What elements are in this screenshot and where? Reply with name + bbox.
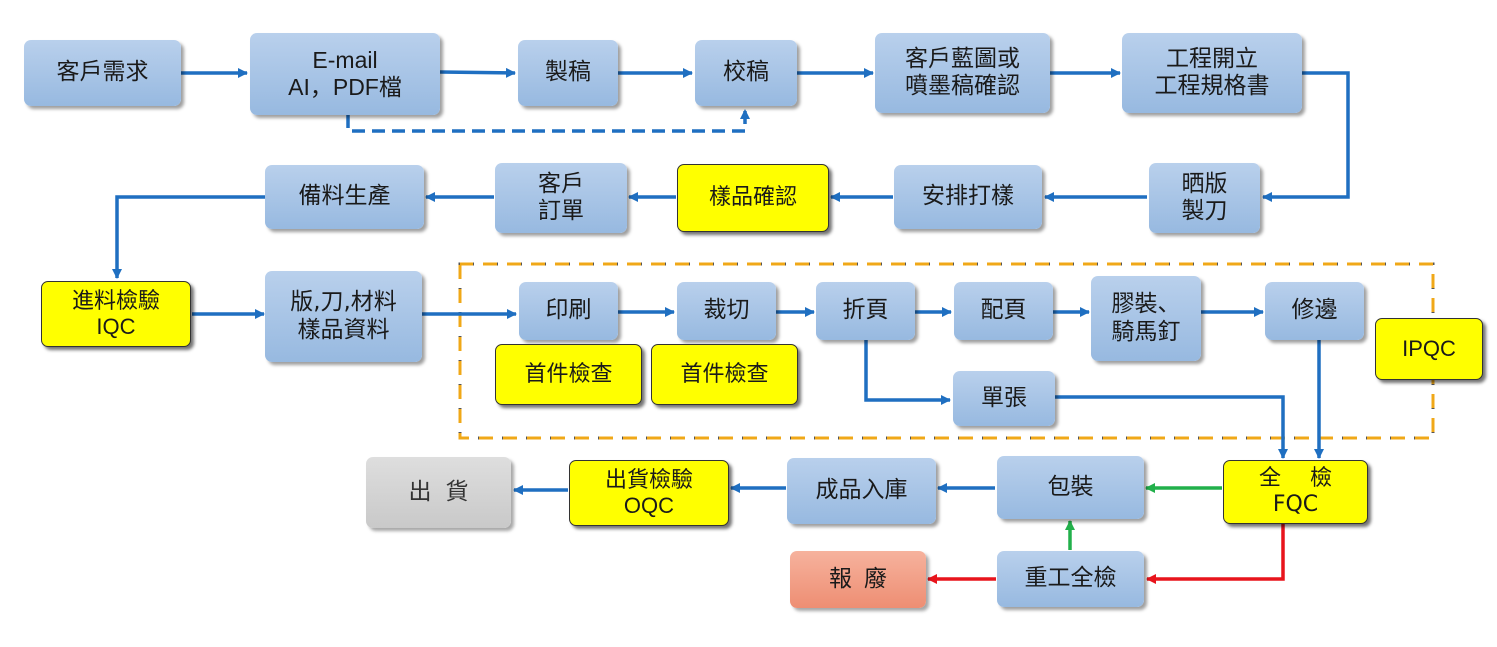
node-oqc: 出貨檢驗 OQC bbox=[569, 460, 729, 526]
node-drafting: 製稿 bbox=[518, 40, 618, 106]
node-customer-order: 客戶 訂單 bbox=[495, 163, 627, 233]
node-ipqc: IPQC bbox=[1375, 318, 1483, 380]
arrow-fqc-to-rework bbox=[1146, 524, 1285, 584]
node-single-sheet: 單張 bbox=[953, 371, 1055, 426]
node-plate-data: 版,刀,材料 樣品資料 bbox=[265, 271, 422, 362]
node-arrange-sample: 安排打樣 bbox=[894, 165, 1042, 229]
node-scrap: 報廢 bbox=[790, 551, 926, 608]
node-trimming: 修邊 bbox=[1265, 282, 1364, 340]
node-cutting: 裁切 bbox=[677, 282, 776, 340]
node-rework: 重工全檢 bbox=[997, 551, 1144, 607]
arrow-material-to-iqc bbox=[112, 195, 265, 279]
node-printing: 印刷 bbox=[519, 282, 618, 340]
arrow-email-to-drafting bbox=[439, 67, 516, 78]
node-plate-die: 晒版 製刀 bbox=[1149, 163, 1260, 233]
arrow-single-to-fqc bbox=[1055, 395, 1288, 459]
node-email-files: E-mail AI，PDF檔 bbox=[250, 33, 440, 115]
node-fqc: 全 檢 FQC bbox=[1223, 460, 1368, 524]
arrow-folding-to-single bbox=[864, 340, 951, 405]
node-iqc: 進料檢驗 IQC bbox=[41, 281, 191, 347]
node-proofreading: 校稿 bbox=[695, 40, 797, 106]
node-customer-demand: 客戶需求 bbox=[24, 40, 181, 106]
node-packaging: 包裝 bbox=[997, 456, 1144, 519]
node-binding: 膠裝、 騎馬釘 bbox=[1091, 276, 1201, 361]
node-first-check-2: 首件檢查 bbox=[651, 344, 798, 405]
node-shipping: 出貨 bbox=[366, 457, 511, 528]
node-sample-confirm: 樣品確認 bbox=[677, 164, 829, 232]
node-material-prep: 備料生產 bbox=[265, 165, 424, 229]
node-collating: 配頁 bbox=[954, 282, 1053, 340]
node-engineering: 工程開立 工程規格書 bbox=[1122, 33, 1302, 113]
arrow-engineering-to-plate bbox=[1262, 71, 1350, 202]
arrow-email-to-proofreading-dashed bbox=[346, 109, 750, 133]
node-warehouse: 成品入庫 bbox=[787, 458, 936, 524]
node-customer-blueprint: 客戶藍圖或 噴墨稿確認 bbox=[875, 33, 1050, 113]
node-first-check-1: 首件檢查 bbox=[495, 344, 642, 405]
node-folding: 折頁 bbox=[816, 282, 915, 340]
